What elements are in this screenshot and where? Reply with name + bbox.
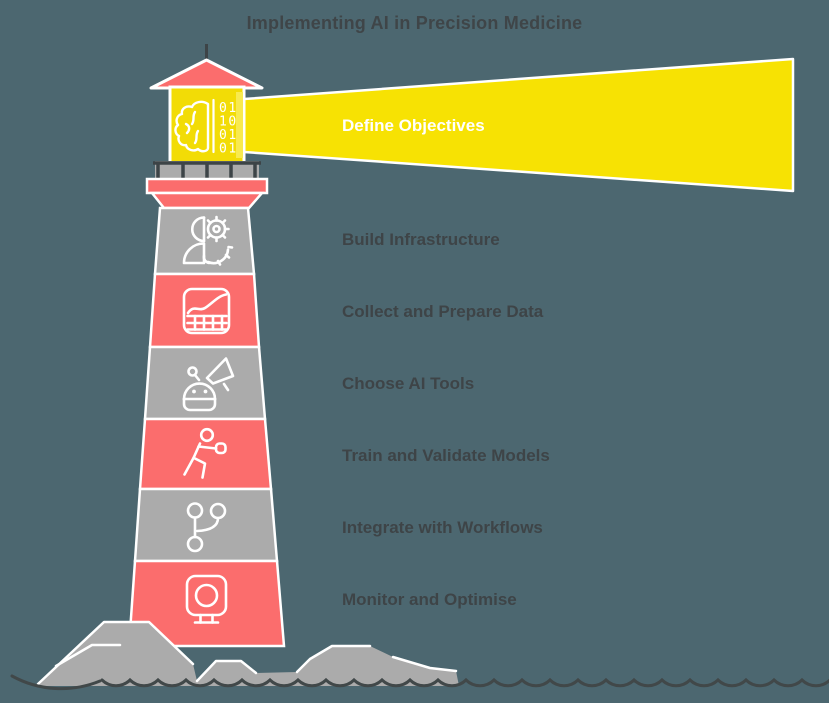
gallery-railing: [153, 161, 261, 180]
branch-workflow-icon: [186, 502, 227, 553]
band-collect-data: [148, 272, 261, 349]
waves: [10, 674, 829, 691]
lamp-room: 01 10 01 01: [168, 85, 246, 165]
binary-text-row: 01: [219, 128, 238, 143]
training-figure-icon: [183, 427, 227, 479]
step-label-train-validate-models: Train and Validate Models: [342, 446, 550, 465]
tower-bands: [127, 206, 286, 648]
step-label-choose-ai-tools: Choose AI Tools: [342, 374, 475, 393]
tower-collar: [149, 191, 265, 210]
binary-text-row: 01: [219, 101, 238, 116]
binary-text-row: 01: [219, 142, 238, 157]
step-label-monitor-optimise: Monitor and Optimise: [342, 590, 517, 609]
band-monitor-optimise: [127, 559, 286, 648]
rocks: [36, 620, 459, 686]
monitor-camera-icon: [185, 574, 228, 624]
page-title: Implementing AI in Precision Medicine: [246, 13, 583, 33]
step-label-collect-prepare-data: Collect and Prepare Data: [342, 302, 544, 321]
data-chart-icon: [182, 287, 231, 335]
lighthouse: 01 10 01 01: [127, 44, 286, 648]
step-label-integrate-workflows: Integrate with Workflows: [342, 518, 543, 537]
band-integrate-workflows: [133, 487, 279, 563]
step-label-define-objectives: Define Objectives: [342, 116, 485, 135]
roof: [149, 58, 264, 90]
person-gears-icon: [182, 215, 234, 266]
brain-binary-icon: [174, 98, 215, 154]
binary-text-row: 10: [219, 115, 238, 130]
gallery-deck: [145, 177, 269, 195]
band-choose-ai-tools: [143, 345, 267, 421]
lamp-highlight: [236, 92, 243, 158]
light-beam: [242, 57, 795, 193]
step-label-build-infrastructure: Build Infrastructure: [342, 230, 500, 249]
robot-megaphone-icon: [182, 357, 235, 412]
